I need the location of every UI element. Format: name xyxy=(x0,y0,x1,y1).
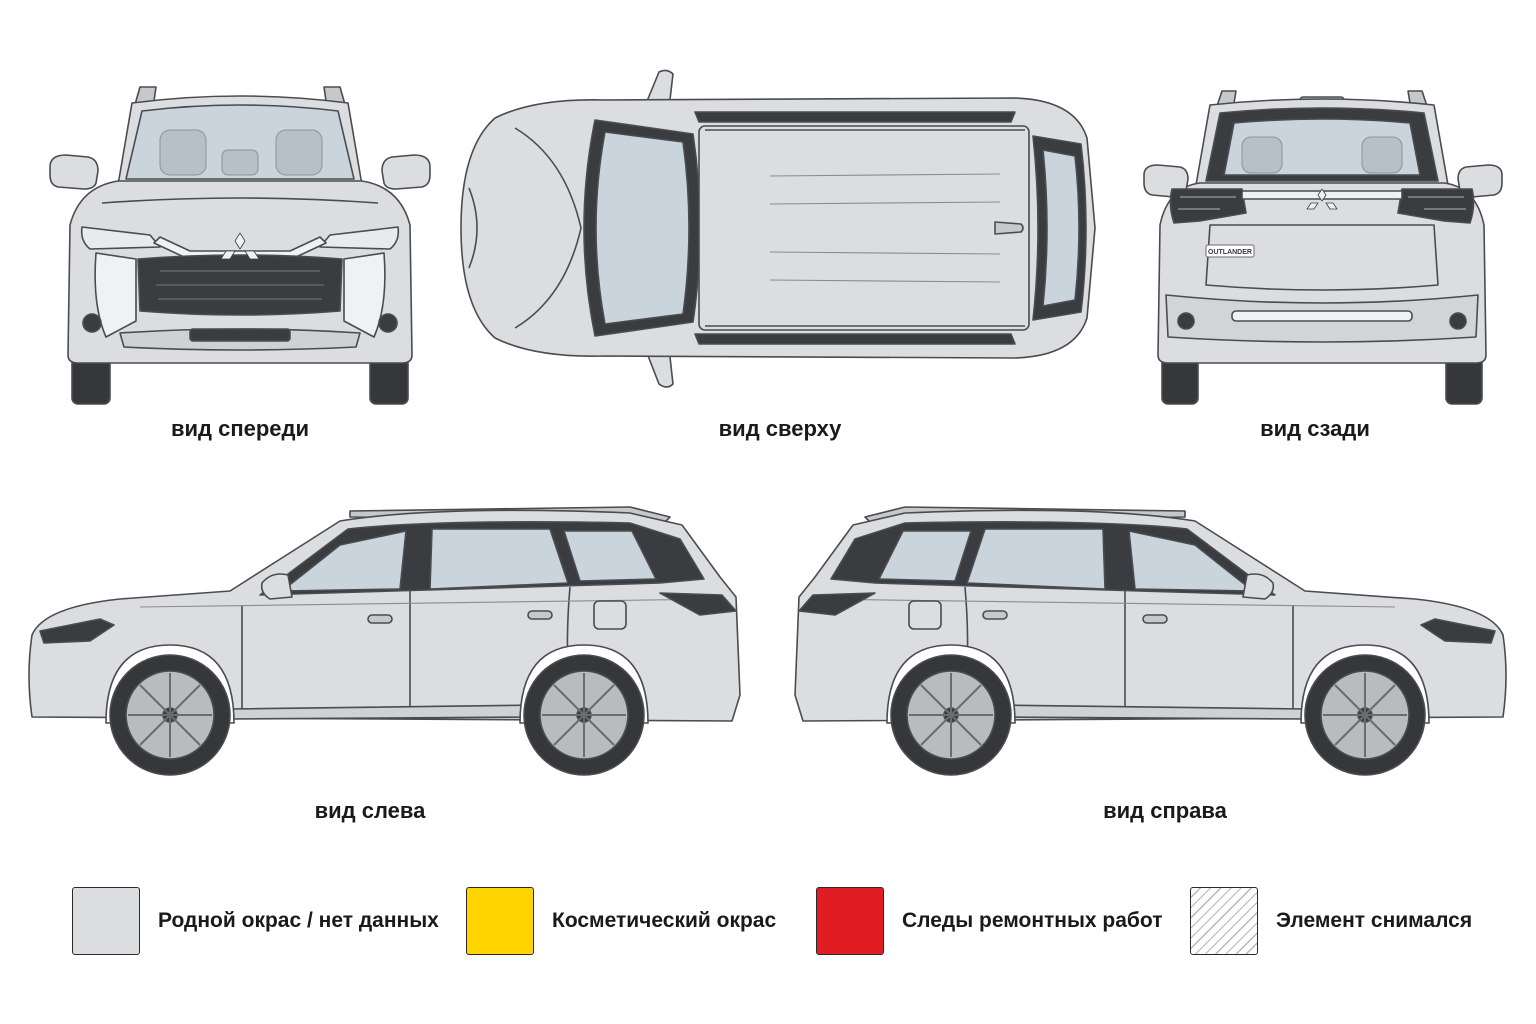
right-tail-light xyxy=(798,592,876,616)
front-right-headlight xyxy=(319,226,400,250)
front-left-fog-light xyxy=(82,313,102,333)
legend-label-cosmetic-paint: Косметический окрас xyxy=(552,909,777,932)
front-view-label: вид спереди xyxy=(170,416,310,441)
legend-swatch-original-paint xyxy=(72,887,140,955)
left-mirror xyxy=(260,573,293,600)
legend-item-cosmetic-paint: Косметический окрас xyxy=(466,887,776,955)
left-tail-light xyxy=(659,592,737,616)
legend-swatch-repair-traces xyxy=(816,887,884,955)
rear-mitsubishi-logo xyxy=(1306,188,1338,210)
front-right-fog-light xyxy=(378,313,398,333)
legend-swatch-cosmetic-paint xyxy=(466,887,534,955)
left-headlight xyxy=(39,618,115,644)
legend-swatch-element-removed xyxy=(1190,887,1258,955)
legend-item-repair-traces: Следы ремонтных работ xyxy=(816,887,1163,955)
right-quarter-window xyxy=(878,530,972,582)
top-view-label: вид сверху xyxy=(718,416,842,441)
legend-item-element-removed: Элемент снимался xyxy=(1190,887,1472,955)
left-view-label: вид слева xyxy=(314,798,426,823)
left-front-window xyxy=(281,530,407,592)
right-side-view-drawing xyxy=(785,495,1515,785)
front-right-mirror xyxy=(381,154,431,190)
top-roof xyxy=(698,125,1030,331)
right-mirror xyxy=(1242,573,1275,600)
front-left-mirror xyxy=(49,154,99,190)
front-view-drawing xyxy=(40,75,440,410)
top-right-mirror xyxy=(644,347,674,388)
legend-item-original-paint: Родной окрас / нет данных xyxy=(72,887,439,955)
left-side-view-drawing xyxy=(20,495,750,785)
rear-view-drawing: OUTLANDER xyxy=(1140,85,1510,410)
right-headlight xyxy=(1420,618,1496,644)
right-rear-door-window xyxy=(966,528,1106,590)
right-view-label: вид справа xyxy=(1103,798,1227,823)
top-view-drawing xyxy=(455,68,1105,390)
legend-label-repair-traces: Следы ремонтных работ xyxy=(902,909,1163,932)
mitsubishi-logo xyxy=(220,232,260,260)
rear-model-badge: OUTLANDER xyxy=(1208,249,1252,256)
top-left-mirror xyxy=(644,69,674,109)
rear-view-label: вид сзади xyxy=(1260,416,1370,441)
left-rear-door-window xyxy=(429,528,569,590)
right-front-window xyxy=(1128,530,1254,592)
left-quarter-window xyxy=(563,530,657,582)
front-left-headlight xyxy=(80,226,161,250)
legend-label-original-paint: Родной окрас / нет данных xyxy=(158,909,439,932)
legend-label-element-removed: Элемент снимался xyxy=(1276,909,1473,932)
